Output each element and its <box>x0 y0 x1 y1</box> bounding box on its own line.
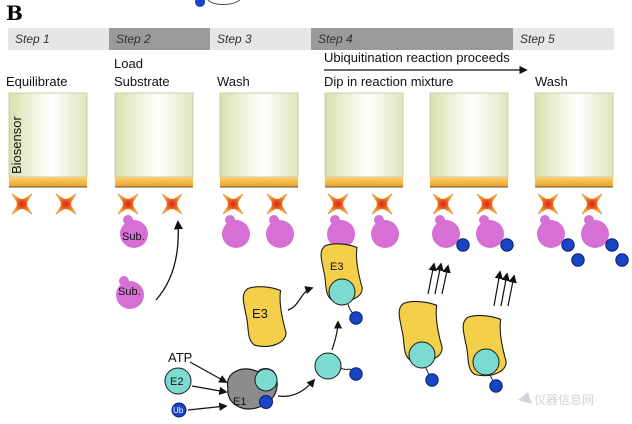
ligand <box>476 193 498 215</box>
load-arrow <box>155 220 183 301</box>
biosensor-3 <box>219 92 299 188</box>
ligand <box>432 193 454 215</box>
e3-free-label: E3 <box>252 306 268 321</box>
biosensor-2 <box>114 92 194 188</box>
e3-bound-label: E3 <box>330 261 343 273</box>
step-3-label: Step 3 <box>217 32 252 46</box>
e1-enzyme <box>226 368 278 410</box>
e2-to-e3-arrow <box>331 320 343 351</box>
e3-binding-arrow <box>287 286 314 311</box>
ub-arrow <box>187 402 228 411</box>
label-substrate: Substrate <box>114 74 170 89</box>
e2-arrow <box>191 385 228 395</box>
ligand <box>581 193 603 215</box>
substrate-free-label: Sub. <box>118 286 141 298</box>
label-equilibrate: Equilibrate <box>6 74 67 89</box>
step-1-band <box>8 28 109 50</box>
watermark: 仪器信息网 <box>518 392 594 407</box>
ubiquitin <box>349 367 363 381</box>
ligand <box>327 193 349 215</box>
e2-in-complex <box>472 348 500 376</box>
panel-label: B <box>6 1 23 25</box>
ubiquitin-free <box>171 402 187 418</box>
step-1-label: Step 1 <box>15 32 50 46</box>
substrate-bound <box>432 215 460 248</box>
top-cropped-artwork <box>195 0 241 7</box>
step-2-band <box>109 28 210 50</box>
step-5-band <box>513 28 614 50</box>
ubiquitin <box>615 253 629 267</box>
substrate-bound <box>537 215 565 248</box>
transfer-arrows-left <box>427 262 451 295</box>
ligand <box>222 193 244 215</box>
substrate-bound-label: Sub. <box>122 231 145 243</box>
ligand <box>55 193 77 215</box>
biosensor-4 <box>324 92 404 188</box>
e1-label: E1 <box>233 396 246 408</box>
ubiquitin <box>605 238 619 252</box>
e2-in-complex <box>408 341 436 369</box>
step-header: Step 1 Step 2 Step 3 Step 4 Step 5 <box>8 28 614 50</box>
substrate-bound <box>476 215 504 248</box>
biosensor-6 <box>534 92 614 188</box>
step-5-label: Step 5 <box>520 32 555 46</box>
substrate-bound <box>222 215 250 248</box>
ligand <box>266 193 288 215</box>
e2-enzyme <box>164 367 192 395</box>
label-wash-1: Wash <box>217 74 250 89</box>
biosensor-label: Biosensor <box>9 116 24 174</box>
substrate-bound <box>581 215 609 248</box>
label-wash-2: Wash <box>535 74 568 89</box>
label-reaction-proceeds: Ubiquitination reaction proceeds <box>324 50 510 65</box>
label-load: Load <box>114 56 143 71</box>
substrate-bound <box>266 215 294 248</box>
ligand <box>537 193 559 215</box>
e1-to-e2-arrow <box>277 378 316 397</box>
atp-label: ATP <box>168 350 192 365</box>
step-4-band <box>311 28 513 50</box>
e2-label: E2 <box>170 376 183 388</box>
ubiquitin <box>500 238 514 252</box>
ligand <box>117 193 139 215</box>
substrate-bound <box>371 215 399 248</box>
transfer-arrows-right <box>493 270 517 307</box>
ubiquitin <box>349 311 363 325</box>
step-2-label: Step 2 <box>116 32 151 46</box>
ubiquitin <box>561 238 575 252</box>
e2-on-e3 <box>328 278 356 306</box>
step-4-label: Step 4 <box>318 32 353 46</box>
atp-arrow <box>189 361 228 383</box>
biosensor-5 <box>429 92 509 188</box>
label-dip: Dip in reaction mixture <box>324 74 453 89</box>
ubiquitin <box>425 373 439 387</box>
ub-label: Ub <box>173 406 184 415</box>
ligand <box>161 193 183 215</box>
ubiquitin <box>571 253 585 267</box>
ligand <box>371 193 393 215</box>
ubiquitin <box>456 238 470 252</box>
ligand <box>11 193 33 215</box>
ligands <box>11 193 603 215</box>
substrate-bound <box>327 215 355 248</box>
step-3-band <box>210 28 311 50</box>
ubiquitin <box>489 379 503 393</box>
e2-charged <box>314 352 342 380</box>
watermark-text: 仪器信息网 <box>534 392 594 407</box>
